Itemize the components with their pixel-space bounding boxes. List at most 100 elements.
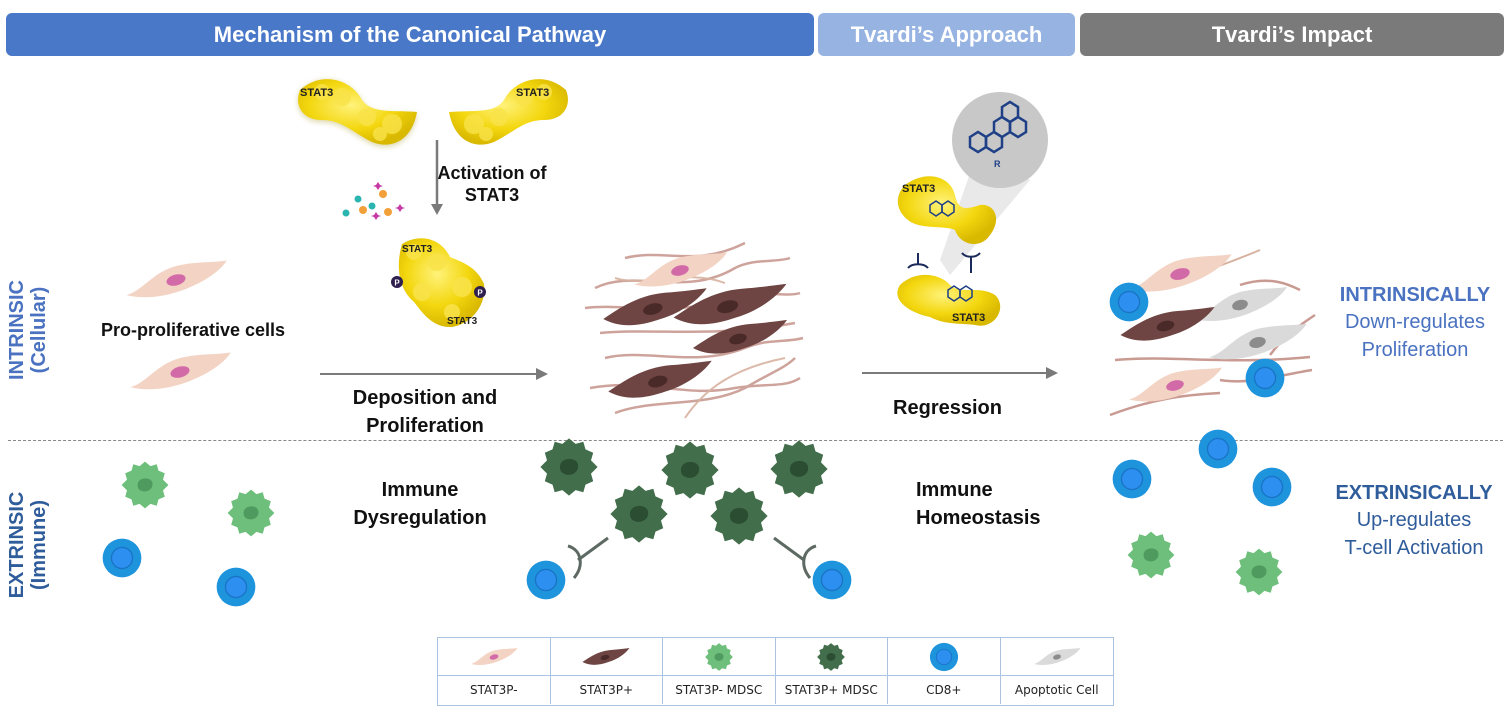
intrinsically-line1: Down-regulates: [1344, 311, 1486, 333]
extrinsic-side-label-line2: (Immune): [28, 500, 50, 590]
apoptotic-cell-icon: [1033, 647, 1081, 665]
cd8-cell: [1111, 458, 1153, 500]
approach-header: Tvardi’s Approach: [818, 13, 1075, 56]
stat3-monomer-left-label: STAT3: [300, 87, 333, 99]
intrinsic-extrinsic-divider: [8, 440, 1503, 441]
stat3p-neg-cell-icon: [470, 647, 518, 665]
immune-homeostasis-label: Immune Homeostasis: [880, 476, 1041, 532]
extrinsically-line2: T-cell Activation: [1344, 537, 1484, 559]
legend-label: STAT3P+: [579, 683, 634, 697]
mdsc-light-cell: [121, 461, 169, 509]
mdsc-light-cell: [1127, 531, 1175, 579]
regression-label: Regression: [893, 397, 1002, 419]
mdsc-dark-cell: [540, 438, 598, 496]
legend-icon-cell: [775, 638, 888, 676]
mdsc-dark-cell: [710, 487, 768, 545]
mdsc-light-cell: [1235, 548, 1283, 596]
legend-label: Apoptotic Cell: [1014, 683, 1099, 697]
molecule-r-label: R: [994, 159, 1001, 169]
cytokine-particles: [342, 182, 405, 220]
activation-label-line1: Activation of: [437, 163, 547, 183]
legend-label-cell: Apoptotic Cell: [1001, 676, 1114, 704]
activation-label: Activation of STAT3: [432, 162, 552, 206]
immune-homeostasis-line2: Homeostasis: [916, 507, 1041, 529]
pro-proliferative-cell-bottom: [130, 352, 231, 390]
inhibited-bottom-stat3-label: STAT3: [952, 312, 985, 324]
small-molecule-inhibitor-icon: [968, 100, 1028, 154]
legend-icon-cell: [1000, 638, 1113, 676]
cd8-cell: [1197, 428, 1239, 470]
cd8-cell: [101, 537, 143, 579]
regression-arrow: [862, 367, 1058, 379]
deposition-label-line1: Deposition and: [352, 387, 498, 409]
cd8-cell: [1108, 281, 1150, 323]
deposition-label-line2: Proliferation: [366, 415, 484, 437]
legend-icon-cell: [663, 638, 776, 676]
intrinsically-title: INTRINSICALLY: [1339, 284, 1491, 306]
immune-homeostasis-line1: Immune: [916, 479, 993, 501]
mechanism-header: Mechanism of the Canonical Pathway: [6, 13, 814, 56]
extrinsic-side-label-line1: EXTRINSIC: [6, 491, 28, 599]
immune-dysregulation-label: Immune Dysregulation: [340, 476, 500, 532]
legend-label-cell: CD8+: [888, 676, 1001, 704]
legend-label: STAT3P+ MDSC: [784, 683, 878, 697]
mechanism-header-label: Mechanism of the Canonical Pathway: [213, 21, 607, 47]
legend-icon-cell: [888, 638, 1001, 676]
legend-label-cell: STAT3P+ MDSC: [776, 676, 888, 704]
stat3-phosphorylated-dimer: STAT3 STAT3 P P: [391, 238, 486, 328]
extrinsically-title: EXTRINSICALLY: [1335, 482, 1493, 504]
activation-arrow: [431, 140, 443, 215]
approach-header-label: Tvardi’s Approach: [850, 21, 1043, 47]
stat3p-neg-mdsc-icon: [704, 642, 733, 671]
intrinsic-side-label-line1: INTRINSIC: [6, 280, 28, 380]
legend-label: CD8+: [926, 683, 962, 697]
mdsc-dark-cell: [770, 440, 828, 498]
inhibition-line-right: [773, 536, 817, 579]
impact-header-label: Tvardi’s Impact: [1211, 21, 1373, 47]
extrinsically-line1: Up-regulates: [1356, 509, 1472, 531]
fibrotic-tissue-cluster: [584, 241, 804, 419]
intrinsically-line2: Proliferation: [1361, 339, 1469, 361]
extrinsically-description: Up-regulates T-cell Activation: [1306, 506, 1510, 562]
immune-dysregulation-line1: Immune: [381, 479, 459, 501]
activation-label-line2: STAT3: [464, 185, 520, 205]
stat3p-pos-mdsc-icon: [817, 642, 846, 671]
deposition-arrow: [320, 368, 548, 380]
extrinsic-side-label: EXTRINSIC (Immune): [6, 475, 54, 615]
cd8-cell: [525, 559, 567, 601]
cd8-cell: [811, 559, 853, 601]
legend-label: STAT3P- MDSC: [675, 683, 763, 697]
legend-icon-cell: [438, 638, 551, 676]
pro-proliferative-cell-top: [126, 260, 227, 298]
cd8-cell: [1244, 357, 1286, 399]
stat3-monomer-right-label: STAT3: [516, 87, 549, 99]
cd8-cell: [215, 566, 257, 608]
inhibition-line-left: [567, 536, 609, 579]
intrinsic-side-label: INTRINSIC (Cellular): [6, 260, 54, 400]
deposition-label: Deposition and Proliferation: [330, 384, 520, 440]
molecule-zoom-bubble: [952, 92, 1048, 188]
legend-label-cell: STAT3P- MDSC: [663, 676, 776, 704]
stat3p-pos-cell-icon: [582, 647, 630, 665]
legend-icon-cell: [550, 638, 663, 676]
mdsc-light-cell: [227, 489, 275, 537]
legend-label-cell: STAT3P-: [438, 676, 551, 704]
stat3-monomer-left: STAT3: [298, 79, 417, 147]
legend-label-cell: STAT3P+: [551, 676, 663, 704]
stat3-monomer-right: STAT3: [449, 79, 568, 145]
legend-table: STAT3P- STAT3P+ STAT3P- MDSC STAT3P+ MDS…: [437, 637, 1114, 706]
intrinsic-side-label-line2: (Cellular): [28, 286, 50, 374]
dimer-top-stat3-label: STAT3: [402, 244, 433, 255]
impact-header: Tvardi’s Impact: [1080, 13, 1504, 56]
intrinsically-description: Down-regulates Proliferation: [1310, 308, 1510, 364]
cd8-cell-icon: [929, 641, 959, 672]
phosphate-right-label: P: [477, 289, 483, 298]
dimer-bottom-stat3-label: STAT3: [447, 316, 478, 327]
phosphate-left-label: P: [394, 279, 400, 288]
legend-label: STAT3P-: [469, 683, 518, 697]
immune-dysregulation-line2: Dysregulation: [353, 507, 487, 529]
stat3-inhibitor-illustration: R STAT3 STAT3: [897, 92, 1048, 326]
phosphate-icon: [474, 286, 486, 298]
phosphate-icon: [391, 276, 403, 288]
cd8-cell: [1251, 466, 1293, 508]
